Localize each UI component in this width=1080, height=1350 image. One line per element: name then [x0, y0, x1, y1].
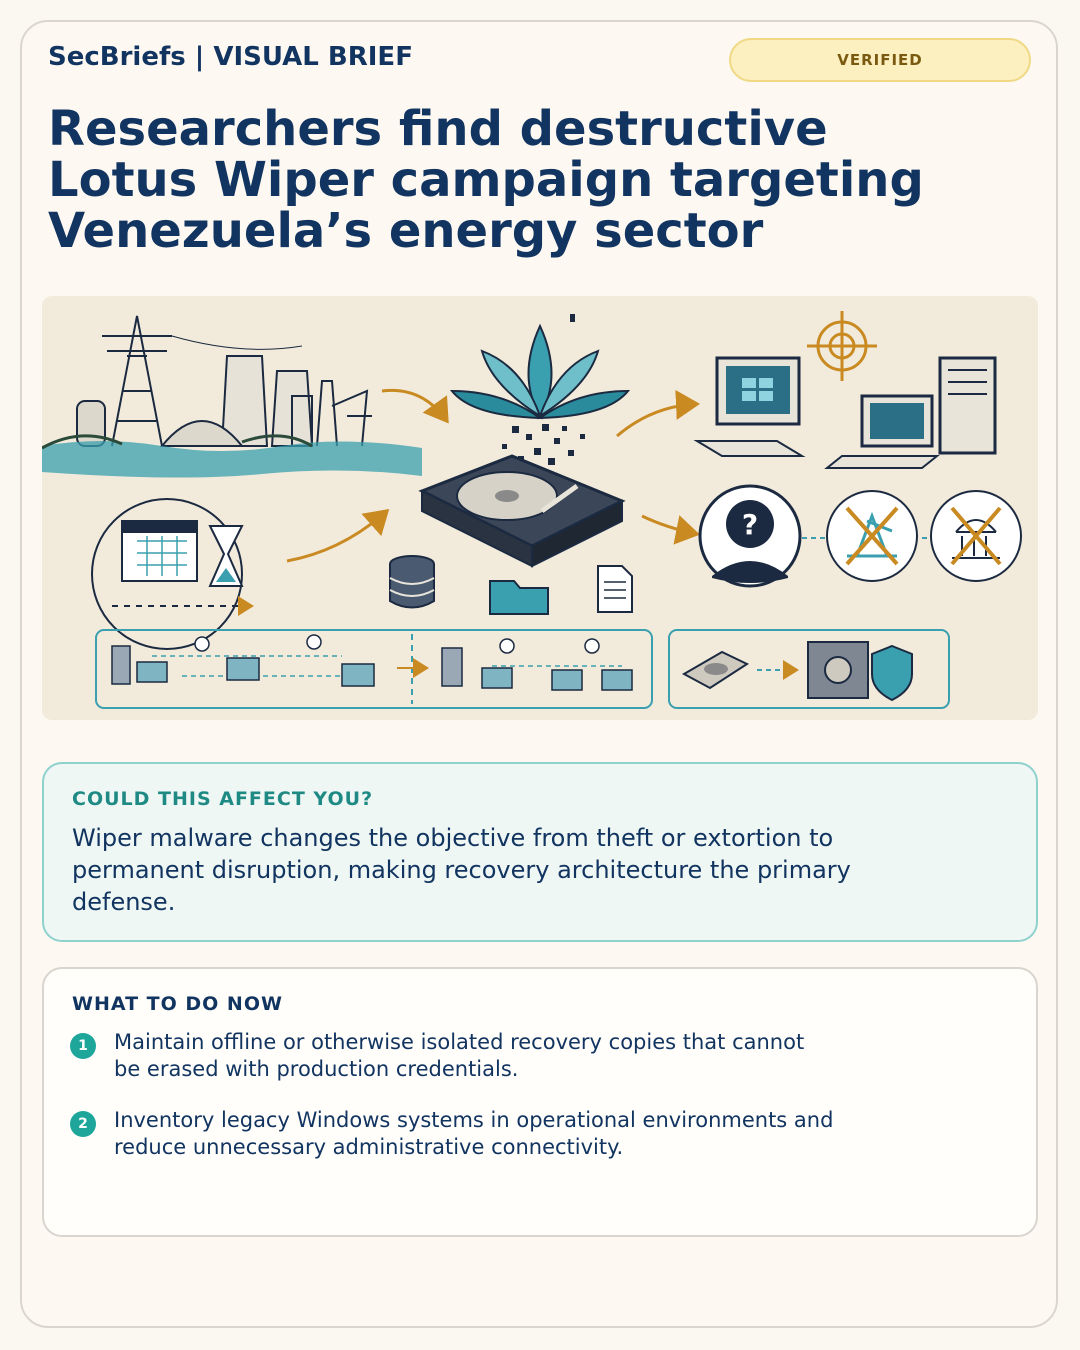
safe-icon	[668, 629, 950, 709]
target-icon	[807, 311, 877, 381]
verified-badge: VERIFIED	[729, 38, 1031, 82]
computers-icon	[693, 356, 997, 469]
water-band	[42, 441, 422, 478]
lotus-icon	[449, 323, 631, 420]
todo-panel: WHAT TO DO NOW 1 Maintain offline or oth…	[42, 967, 1038, 1237]
arrow-icon	[641, 514, 700, 545]
schedule-circle	[91, 498, 243, 650]
illustration: ?	[42, 296, 1038, 720]
affect-panel: COULD THIS AFFECT YOU? Wiper malware cha…	[42, 762, 1038, 942]
document-icon	[597, 565, 633, 613]
arrow-icon	[616, 389, 700, 438]
power-plant-icon	[76, 315, 372, 447]
database-icon	[389, 555, 435, 609]
network-diagram-icon	[95, 629, 653, 709]
oil-pump-crossed-icon	[826, 490, 918, 582]
step-text: Inventory legacy Windows systems in oper…	[114, 1108, 834, 1159]
unknown-actor-glyph: ?	[742, 508, 758, 541]
arrow-icon	[286, 509, 390, 563]
headline: Researchers find destructive Lotus Wiper…	[48, 101, 924, 259]
todo-title: WHAT TO DO NOW	[72, 993, 283, 1015]
affect-text: Wiper malware changes the objective from…	[72, 824, 851, 916]
shield-icon	[871, 644, 913, 702]
step-text: Maintain offline or otherwise isolated r…	[114, 1030, 805, 1081]
arrow-icon	[381, 388, 449, 424]
step-number-badge: 1	[70, 1033, 96, 1059]
government-crossed-icon	[930, 490, 1022, 582]
step-number-badge: 2	[70, 1111, 96, 1137]
hard-drive-icon	[418, 454, 626, 568]
folder-icon	[489, 580, 549, 615]
hourglass-icon	[208, 525, 244, 587]
affect-title: COULD THIS AFFECT YOU?	[72, 788, 374, 810]
brand-title: SecBriefs | VISUAL BRIEF	[48, 42, 413, 72]
unknown-actor-icon: ?	[698, 484, 802, 588]
calendar-icon	[121, 520, 198, 582]
pixel-fragments	[502, 314, 585, 465]
